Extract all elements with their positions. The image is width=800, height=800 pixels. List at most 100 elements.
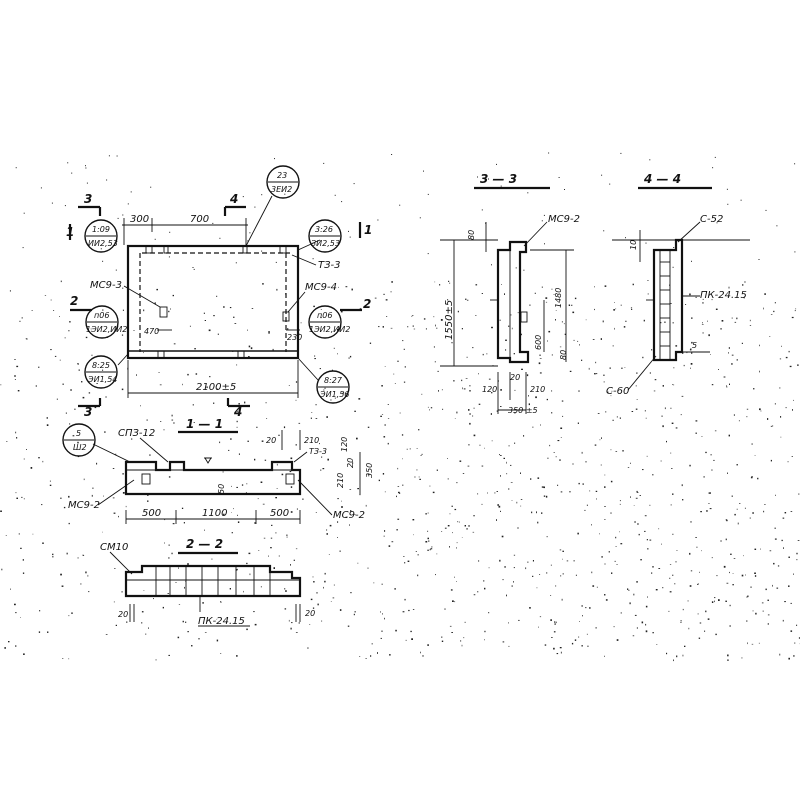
noise-speck bbox=[532, 575, 534, 577]
noise-speck bbox=[22, 572, 25, 574]
noise-speck bbox=[647, 548, 649, 550]
noise-speck bbox=[610, 512, 612, 514]
noise-speck bbox=[228, 449, 230, 451]
noise-speck bbox=[216, 618, 218, 620]
noise-speck bbox=[83, 478, 85, 481]
noise-speck bbox=[309, 624, 311, 625]
noise-speck bbox=[288, 385, 290, 386]
noise-speck bbox=[574, 297, 577, 300]
noise-speck bbox=[720, 540, 722, 542]
noise-speck bbox=[689, 293, 691, 296]
noise-speck bbox=[46, 417, 48, 419]
noise-speck bbox=[769, 550, 772, 552]
noise-speck bbox=[506, 594, 507, 597]
noise-speck bbox=[353, 183, 355, 185]
noise-speck bbox=[645, 417, 647, 419]
noise-speck bbox=[550, 564, 552, 566]
noise-speck bbox=[72, 435, 75, 437]
noise-speck bbox=[409, 448, 411, 450]
noise-speck bbox=[284, 588, 286, 590]
noise-speck bbox=[247, 440, 249, 442]
noise-speck bbox=[187, 563, 189, 565]
cut-3-top-label: 3 bbox=[84, 192, 92, 206]
cut-1-right-label: 1 bbox=[364, 223, 372, 237]
noise-speck bbox=[466, 356, 468, 358]
noise-speck bbox=[122, 309, 124, 311]
noise-speck bbox=[82, 396, 85, 399]
noise-speck bbox=[691, 260, 692, 262]
noise-speck bbox=[684, 645, 686, 647]
noise-speck bbox=[662, 385, 664, 387]
noise-speck bbox=[760, 410, 762, 412]
noise-speck bbox=[546, 572, 548, 574]
noise-speck bbox=[763, 307, 764, 310]
noise-speck bbox=[114, 568, 116, 569]
noise-speck bbox=[254, 206, 256, 208]
noise-speck bbox=[416, 469, 418, 471]
noise-speck bbox=[317, 603, 319, 606]
noise-speck bbox=[702, 322, 703, 324]
noise-speck bbox=[435, 574, 436, 576]
noise-speck bbox=[785, 407, 787, 409]
noise-speck bbox=[394, 383, 396, 384]
noise-speck bbox=[469, 422, 471, 425]
noise-speck bbox=[628, 589, 630, 591]
noise-speck bbox=[20, 547, 22, 549]
noise-speck bbox=[209, 376, 211, 378]
noise-speck bbox=[510, 314, 512, 316]
plan-block bbox=[157, 350, 165, 359]
noise-speck bbox=[697, 583, 699, 585]
noise-speck bbox=[776, 587, 779, 589]
noise-speck bbox=[609, 367, 611, 369]
noise-speck bbox=[581, 451, 583, 454]
noise-speck bbox=[402, 611, 405, 613]
noise-speck bbox=[8, 641, 10, 643]
noise-speck bbox=[718, 599, 720, 601]
noise-speck bbox=[672, 266, 674, 268]
noise-speck bbox=[539, 616, 542, 618]
noise-speck bbox=[237, 411, 238, 412]
noise-speck bbox=[500, 406, 502, 407]
noise-speck bbox=[381, 583, 383, 585]
noise-speck bbox=[83, 555, 85, 556]
noise-speck bbox=[501, 535, 504, 538]
noise-speck bbox=[592, 585, 595, 587]
noise-speck bbox=[481, 503, 483, 505]
section-1-1-title: 1 — 1 bbox=[186, 417, 223, 431]
noise-speck bbox=[695, 420, 698, 422]
noise-speck bbox=[569, 491, 571, 493]
noise-speck bbox=[484, 447, 485, 449]
noise-speck bbox=[274, 158, 275, 160]
noise-speck bbox=[417, 574, 419, 577]
noise-speck bbox=[573, 560, 575, 562]
noise-speck bbox=[781, 345, 782, 347]
noise-speck bbox=[745, 574, 746, 576]
label-mc9-2-s3: МС9-2 bbox=[548, 214, 580, 225]
noise-speck bbox=[793, 655, 795, 657]
noise-speck bbox=[233, 316, 235, 318]
section-2-2-body bbox=[124, 564, 302, 598]
noise-speck bbox=[39, 610, 41, 612]
noise-speck bbox=[615, 451, 618, 452]
noise-speck bbox=[769, 336, 771, 337]
noise-speck bbox=[256, 426, 258, 428]
noise-speck bbox=[85, 336, 88, 339]
noise-speck bbox=[163, 429, 165, 431]
noise-speck bbox=[231, 532, 233, 534]
noise-speck bbox=[254, 623, 257, 626]
noise-speck bbox=[544, 243, 545, 245]
noise-speck bbox=[538, 362, 541, 365]
noise-speck bbox=[796, 552, 798, 555]
noise-speck bbox=[307, 647, 309, 649]
noise-speck bbox=[168, 557, 170, 559]
noise-speck bbox=[614, 560, 616, 562]
noise-speck bbox=[500, 475, 501, 477]
noise-speck bbox=[440, 319, 443, 321]
noise-speck bbox=[131, 438, 133, 440]
noise-speck bbox=[496, 163, 497, 165]
noise-speck bbox=[729, 625, 731, 627]
noise-speck bbox=[610, 480, 613, 483]
noise-speck bbox=[472, 531, 475, 533]
noise-speck bbox=[213, 315, 215, 317]
noise-speck bbox=[405, 639, 407, 641]
